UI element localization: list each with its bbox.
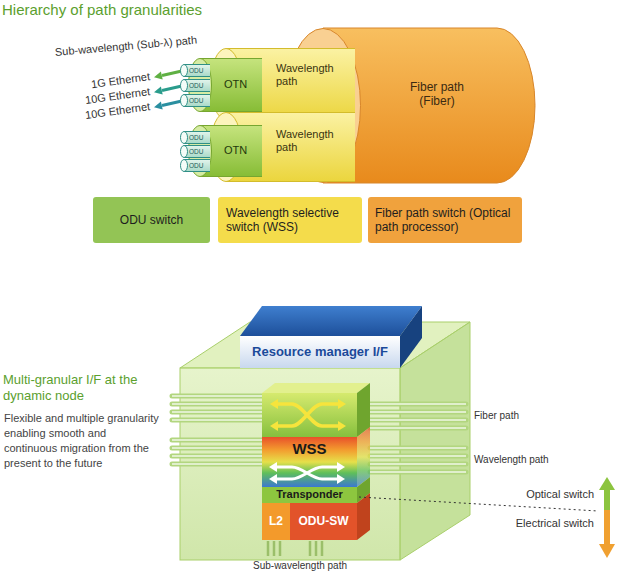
node-text: Wavelength path bbox=[276, 128, 340, 154]
switch-top bbox=[262, 383, 370, 393]
wss-block: WSS bbox=[262, 437, 357, 487]
odu-cylinder: ODU bbox=[180, 159, 210, 172]
switch-icon-head bbox=[270, 399, 278, 409]
wavelength-cylinder: Wavelength pathOTNODUODUODU bbox=[210, 48, 355, 120]
node-text: Fiber path (Fiber) bbox=[405, 80, 469, 109]
optical-arrow bbox=[604, 488, 610, 510]
odu-switch-box: ODU switch bbox=[93, 197, 210, 243]
optical-arrow-head bbox=[599, 477, 615, 490]
switch-icon-head bbox=[338, 421, 346, 431]
wss-face bbox=[262, 437, 357, 487]
wavelength-cylinder: Wavelength pathOTNODUODUODU bbox=[210, 112, 355, 182]
switch-icon-head bbox=[338, 399, 346, 409]
cylinder-face bbox=[181, 95, 188, 107]
odu-cylinder: ODU bbox=[180, 79, 210, 92]
node-text: WSS bbox=[292, 440, 326, 458]
electrical-arrow bbox=[604, 510, 610, 546]
cylinder-face bbox=[181, 132, 188, 144]
section-body: Flexible and multiple granularity enabli… bbox=[4, 411, 160, 470]
node-text: ODU bbox=[189, 82, 209, 90]
wss-icon-head bbox=[269, 474, 277, 484]
wss-icon-head bbox=[337, 462, 345, 472]
electrical-label: Electrical switch bbox=[484, 517, 594, 530]
wss-icon bbox=[276, 467, 338, 479]
wss-side bbox=[357, 427, 370, 487]
wss-box: Wavelength selective switch (WSS) bbox=[218, 197, 362, 243]
block-side bbox=[400, 306, 422, 368]
title: Hierarchy of path granularities bbox=[2, 1, 202, 19]
fiber-switch-box: Fiber path switch (Optical path processo… bbox=[368, 197, 522, 243]
cylinder-face bbox=[181, 146, 188, 158]
otn-cylinder: OTN ODU ODU ODU bbox=[188, 58, 262, 112]
node-text: Wavelength path bbox=[276, 62, 340, 88]
switch-icon-head bbox=[270, 421, 278, 431]
odu-cylinder: ODU bbox=[180, 64, 210, 77]
odu-cylinder: ODU bbox=[180, 145, 210, 158]
odu-cylinder: ODU bbox=[180, 131, 210, 144]
node-text: OTN bbox=[224, 144, 258, 157]
block-top bbox=[240, 306, 422, 336]
sub-wavelength-lines bbox=[268, 541, 322, 556]
fiber-label: Fiber path bbox=[474, 410, 519, 422]
arrow-head bbox=[154, 87, 163, 95]
switch-icon bbox=[277, 404, 339, 426]
node-text: ODU bbox=[189, 67, 209, 75]
wss-icon-head bbox=[269, 462, 277, 472]
electrical-arrow-head bbox=[599, 544, 615, 558]
odu-sw-block: ODU-SW bbox=[290, 503, 357, 540]
node-text: Transponder bbox=[276, 488, 343, 501]
wavelength-label: Wavelength path bbox=[474, 454, 549, 466]
section-heading: Multi-granular I/F at the dynamic node bbox=[3, 372, 155, 403]
arrow-head bbox=[154, 102, 163, 110]
cylinder-face bbox=[181, 65, 188, 77]
fiber-switch-block bbox=[262, 393, 357, 437]
odu-cylinder: ODU bbox=[180, 94, 210, 107]
electrical-side bbox=[357, 493, 370, 540]
l2-block: L2 bbox=[262, 503, 290, 540]
node-text: ODU bbox=[189, 162, 209, 170]
node-text: Resource manager I/F bbox=[252, 344, 388, 360]
fiber-cylinder: Fiber path (Fiber)Wavelength pathOTNODUO… bbox=[285, 28, 535, 183]
node-text: Fiber path switch (Optical path processo… bbox=[375, 206, 515, 235]
node-text: ODU bbox=[189, 148, 209, 156]
node-text: ODU-SW bbox=[299, 514, 349, 528]
housing-side bbox=[400, 322, 470, 560]
transponder-band: Transponder bbox=[262, 487, 357, 503]
otn-cylinder: OTN ODU ODU ODU bbox=[188, 125, 262, 177]
node-text: ODU bbox=[189, 134, 209, 142]
node-text: ODU bbox=[189, 97, 209, 105]
node-text: Wavelength selective switch (WSS) bbox=[226, 206, 354, 235]
cylinder-face bbox=[181, 80, 188, 92]
node-text: OTN bbox=[224, 78, 258, 91]
node-text: ODU switch bbox=[120, 213, 183, 227]
resource-manager-block: Resource manager I/F bbox=[240, 336, 400, 368]
node-text: L2 bbox=[269, 514, 283, 528]
path-label: Sub-wavelength (Sub-λ) path bbox=[54, 34, 197, 60]
sub-wavelength-label: Sub-wavelength path bbox=[245, 560, 355, 572]
optical-label: Optical switch bbox=[494, 488, 594, 501]
cylinder-face bbox=[181, 160, 188, 172]
arrow-head bbox=[154, 72, 163, 80]
wss-icon-head bbox=[337, 474, 345, 484]
